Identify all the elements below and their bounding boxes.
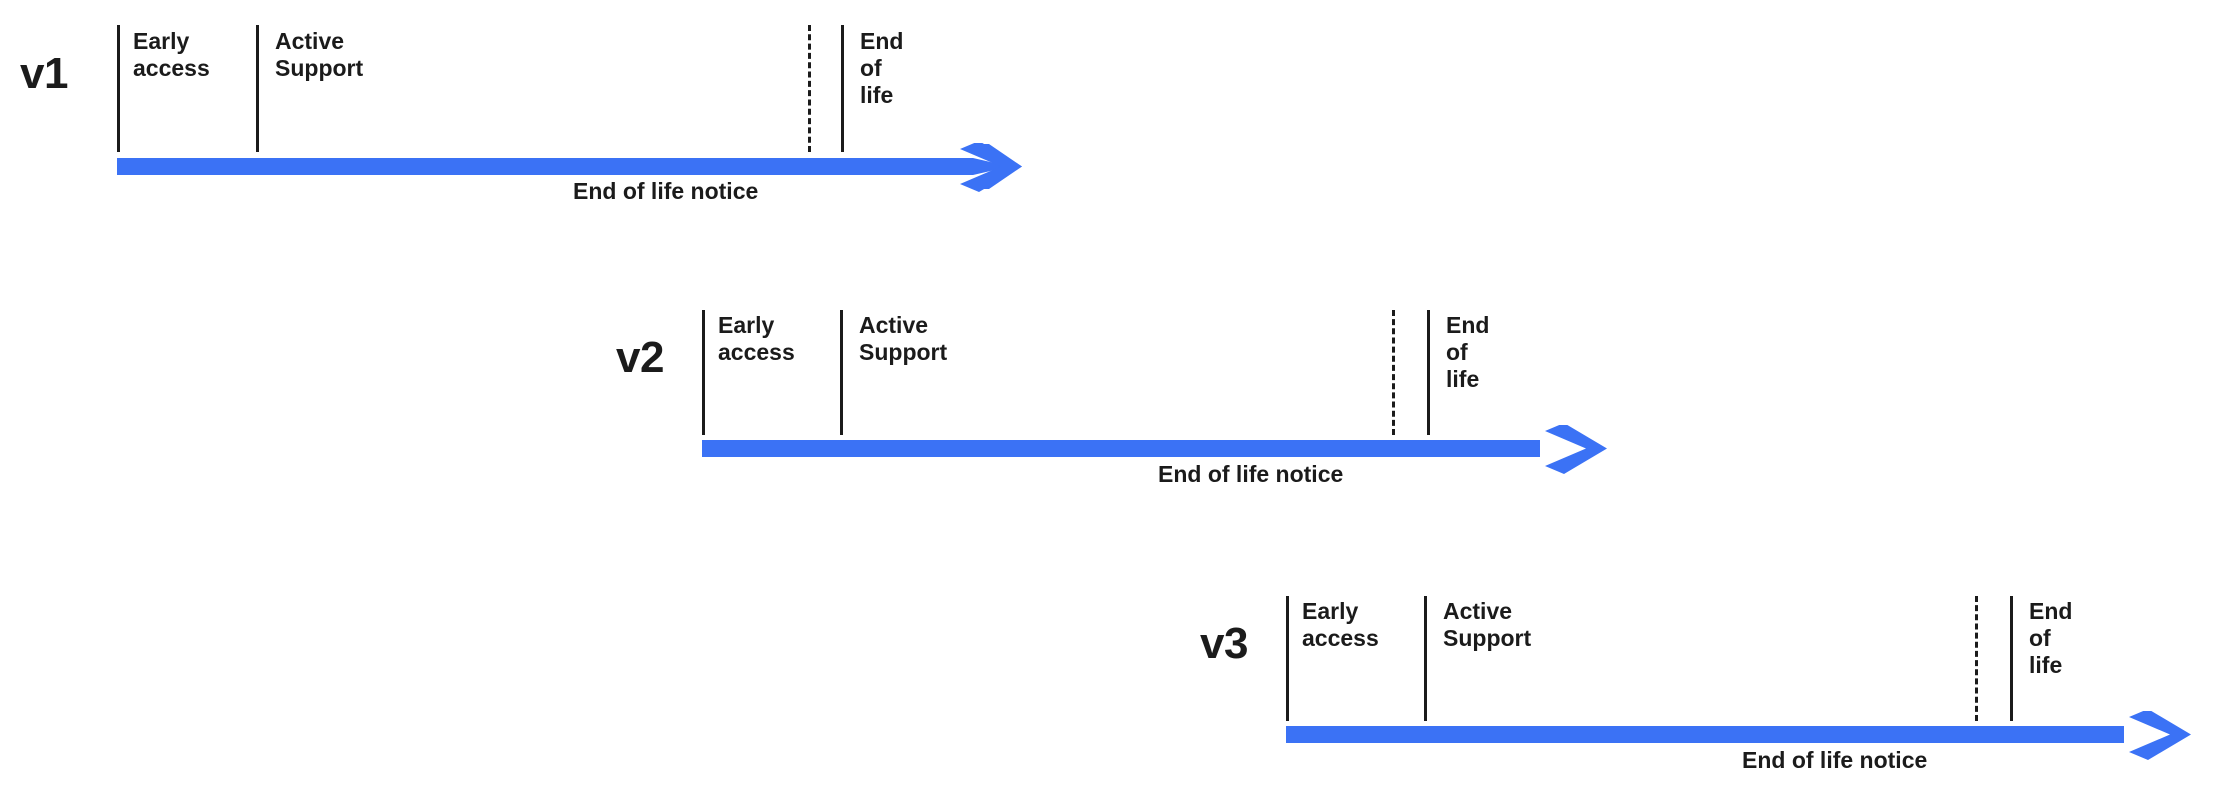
phase-divider-active-support-v2 bbox=[840, 310, 843, 435]
phase-label-end-of-life-v3: End of life bbox=[2029, 598, 2073, 678]
version-label-v1: v1 bbox=[20, 49, 68, 98]
phase-label-active-support-v3: Active Support bbox=[1443, 598, 1532, 651]
version-label-v3: v3 bbox=[1200, 619, 1248, 668]
phase-label-active-support-v1: Active Support bbox=[275, 28, 364, 81]
phase-divider-end-of-life-v1 bbox=[841, 25, 844, 152]
phase-label-early-access-v2: Early access bbox=[718, 312, 795, 365]
timeline-arrow-v1 bbox=[117, 143, 1037, 199]
eol-notice-label-v2: End of life notice bbox=[1158, 461, 1344, 487]
eol-notice-marker-v3 bbox=[1975, 596, 1978, 721]
eol-notice-marker-v1 bbox=[808, 25, 811, 152]
eol-notice-marker-v2 bbox=[1392, 310, 1395, 435]
phase-divider-start-v3 bbox=[1286, 596, 1289, 721]
phase-label-end-of-life-v2: End of life bbox=[1446, 312, 1490, 392]
timeline-arrow-v3 bbox=[1286, 711, 2206, 767]
eol-notice-label-v1: End of life notice bbox=[573, 178, 759, 204]
eol-notice-label-v3: End of life notice bbox=[1742, 747, 1928, 773]
phase-divider-end-of-life-v3 bbox=[2010, 596, 2013, 721]
phase-label-end-of-life-v1: End of life bbox=[860, 28, 904, 108]
phase-divider-end-of-life-v2 bbox=[1427, 310, 1430, 435]
phase-divider-start-v1 bbox=[117, 25, 120, 152]
phase-label-early-access-v1: Early access bbox=[133, 28, 210, 81]
phase-divider-active-support-v1 bbox=[256, 25, 259, 152]
phase-divider-active-support-v3 bbox=[1424, 596, 1427, 721]
version-label-v2: v2 bbox=[616, 333, 664, 382]
phase-label-active-support-v2: Active Support bbox=[859, 312, 948, 365]
phase-label-early-access-v3: Early access bbox=[1302, 598, 1379, 651]
timeline-arrow-v2 bbox=[702, 425, 1622, 481]
phase-divider-start-v2 bbox=[702, 310, 705, 435]
